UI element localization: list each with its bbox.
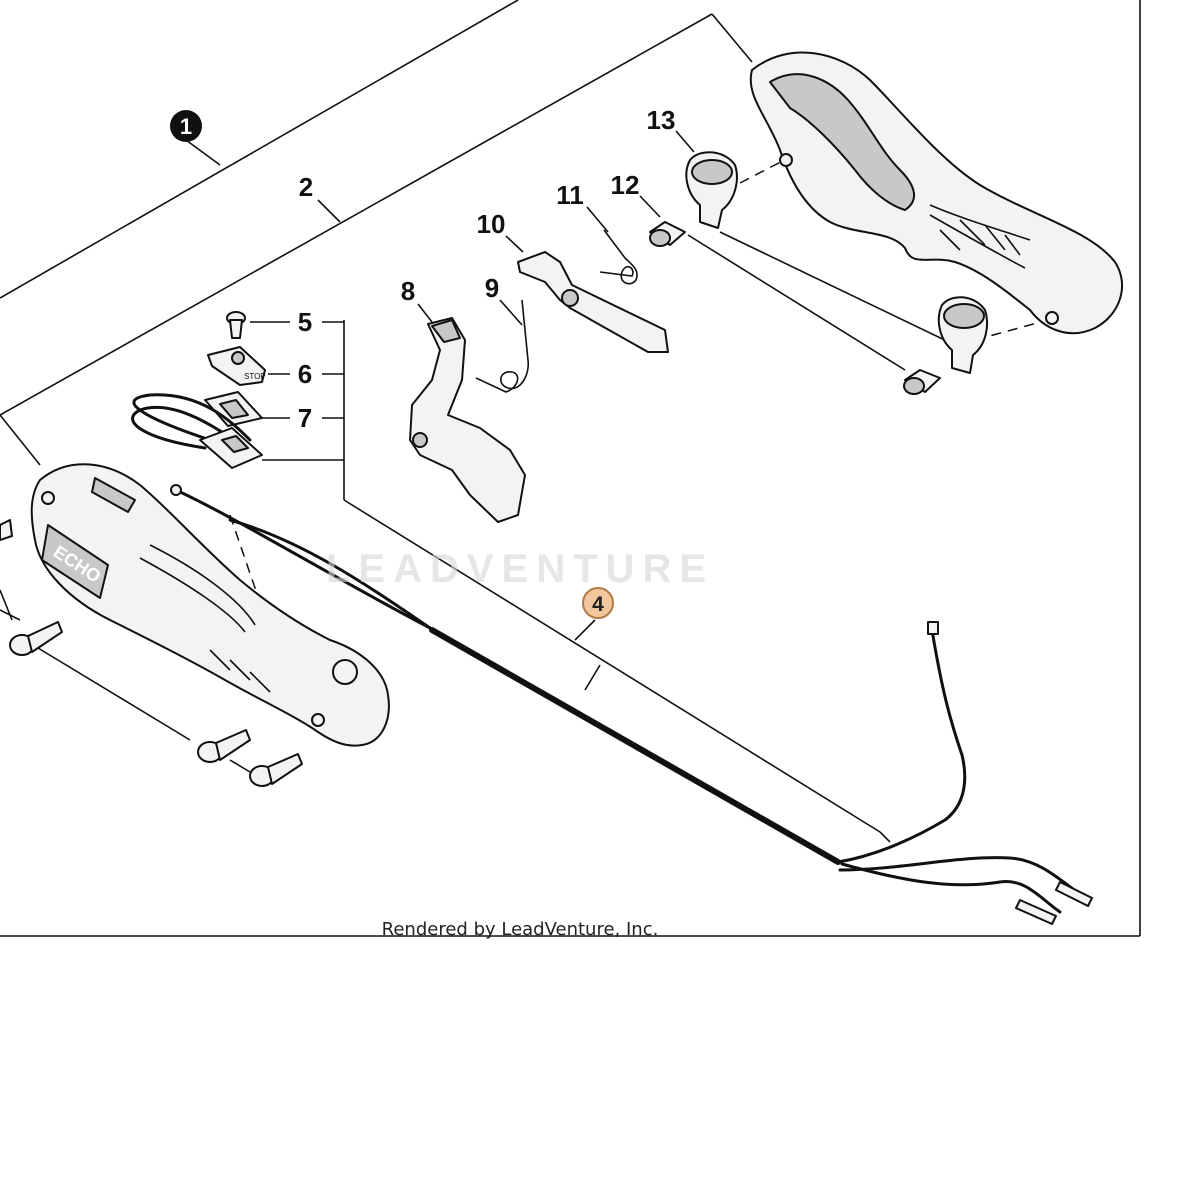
screw-lower-right — [903, 369, 941, 395]
footer-credit: Rendered by LeadVenture, Inc. — [382, 919, 659, 940]
screw-part-5 — [226, 311, 246, 339]
assembly-dashed-lines — [0, 151, 1049, 773]
screw-left-3 — [197, 729, 251, 763]
callout-13: 13 — [647, 105, 676, 135]
screw-left-2 — [9, 621, 63, 656]
diagram-frame — [0, 0, 1141, 937]
clamp-part-13-lower — [937, 296, 989, 374]
spring-part-9 — [475, 299, 530, 393]
callout-4-highlighted[interactable]: 4 — [582, 587, 614, 619]
callout-2: 2 — [299, 172, 313, 202]
watermark: LEADVENTURE — [326, 547, 714, 591]
callout-9: 9 — [485, 273, 499, 303]
switch-plate-part-6: STOP — [207, 346, 266, 386]
throttle-cable-assembly-part-4 — [170, 484, 1093, 925]
svg-text:4: 4 — [592, 593, 604, 616]
throttle-lockout-part-10 — [517, 251, 669, 353]
front-handle-housing: ECHO — [30, 463, 390, 747]
callout-11: 11 — [556, 180, 584, 210]
callout-1: 1 — [170, 110, 202, 142]
spring-part-11 — [599, 229, 638, 285]
callout-6: 6 — [298, 359, 312, 389]
stop-switch-assembly — [131, 393, 263, 469]
screw-left-4 — [249, 753, 303, 787]
callout-10: 10 — [477, 209, 506, 239]
assembly-brackets — [0, 0, 891, 843]
callout-8: 8 — [401, 276, 415, 306]
callout-12: 12 — [611, 170, 640, 200]
clamp-part-13 — [685, 151, 738, 229]
rear-handle-housing — [749, 51, 1124, 335]
handle-screws — [0, 519, 303, 787]
screw-left-1 — [0, 519, 13, 541]
svg-text:1: 1 — [180, 114, 192, 139]
callout-5: 5 — [298, 307, 312, 337]
stop-decal-text: STOP — [244, 372, 266, 381]
screw-part-12 — [649, 221, 686, 247]
throttle-trigger-part-8 — [409, 317, 526, 523]
callout-7: 7 — [298, 403, 312, 433]
gasket-part-7 — [204, 391, 263, 427]
